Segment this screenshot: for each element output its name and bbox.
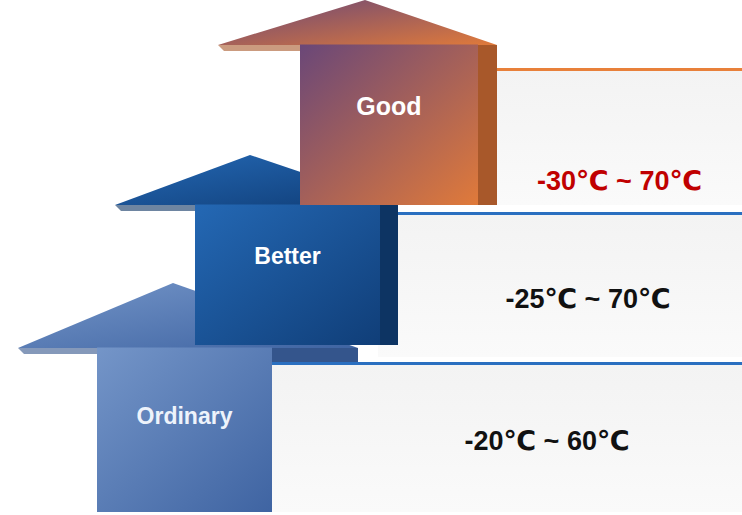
temperature-range: -25℃ ~ 70℃ [505,283,670,315]
temperature-band: -25℃ ~ 70℃ [378,212,742,357]
arrow-shade [115,205,195,211]
arrow-shade [218,45,300,51]
arrow-head [115,155,398,205]
arrow-head [218,0,497,45]
good-arrow: Good [218,0,497,205]
arrow-shaft [195,205,380,346]
arrow-side [380,205,398,345]
arrow-shade [18,348,97,354]
arrow-head [18,283,358,348]
grade-label: Ordinary [137,403,233,430]
grade-label: Better [254,243,320,270]
temperature-band: -20℃ ~ 60℃ [272,362,742,512]
arrow-shaft [300,45,478,206]
temperature-range: -20℃ ~ 60℃ [464,425,629,457]
grade-label: Good [356,92,421,121]
arrow-side [478,45,497,205]
temperature-band: -30℃ ~ 70℃ [497,68,742,205]
arrow-shaft [97,348,272,513]
temperature-range: -30℃ ~ 70℃ [537,165,702,197]
